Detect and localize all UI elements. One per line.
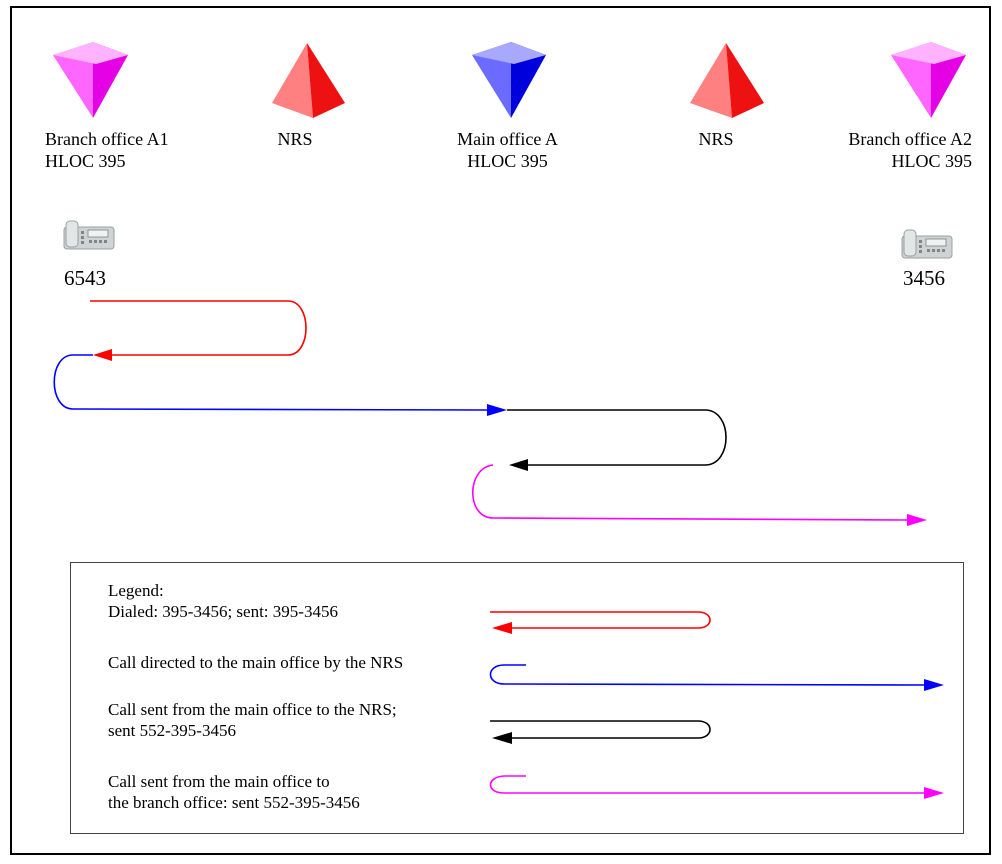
node-label-line1: NRS bbox=[277, 129, 313, 149]
node-label-line1: NRS bbox=[698, 129, 734, 149]
legend-line: sent 552-395-3456 bbox=[108, 721, 236, 740]
legend-swatch-red bbox=[490, 611, 711, 634]
diagram-frame bbox=[10, 6, 991, 855]
desk-phone-icon bbox=[901, 229, 953, 259]
node-label-branch-a2: Branch office A2 HLOC 395 bbox=[800, 128, 972, 172]
branch-office-a1-pyramid-icon bbox=[53, 42, 128, 118]
node-label-main-a: Main office A HLOC 395 bbox=[440, 128, 575, 172]
node-label-line1: Branch office A1 bbox=[45, 129, 169, 149]
call-flow-red-arrow bbox=[90, 300, 307, 361]
call-flow-black-arrow bbox=[507, 409, 727, 471]
legend-item-red-text: Dialed: 395-3456; sent: 395-3456 bbox=[108, 602, 338, 621]
node-label-branch-a1: Branch office A1 HLOC 395 bbox=[45, 128, 169, 172]
node-label-line2: HLOC 395 bbox=[467, 151, 548, 171]
legend-line: Call sent from the main office to the NR… bbox=[108, 700, 397, 719]
legend-item-magenta-text: Call sent from the main office to the br… bbox=[108, 771, 360, 813]
legend-line: the branch office: sent 552-395-3456 bbox=[108, 793, 360, 812]
phone-number-6543: 6543 bbox=[64, 266, 106, 290]
legend-swatch-magenta bbox=[489, 775, 944, 799]
legend-swatch-blue bbox=[489, 664, 944, 691]
branch-office-a2-pyramid-icon bbox=[891, 42, 966, 118]
call-flow-blue-arrow bbox=[53, 354, 507, 416]
node-label-line2: HLOC 395 bbox=[45, 151, 126, 171]
node-label-nrs-2: NRS bbox=[676, 128, 756, 150]
legend-item-black-text: Call sent from the main office to the NR… bbox=[108, 699, 397, 741]
legend-item-blue-text: Call directed to the main office by the … bbox=[108, 653, 404, 672]
nrs-1-pyramid-icon bbox=[272, 43, 345, 118]
phone-number-3456: 3456 bbox=[903, 266, 945, 290]
node-label-line1: Branch office A2 bbox=[848, 129, 972, 149]
legend-swatch-black bbox=[490, 720, 711, 744]
legend-line: Call sent from the main office to bbox=[108, 772, 330, 791]
legend-title: Legend: bbox=[108, 581, 164, 600]
nrs-2-pyramid-icon bbox=[690, 43, 764, 118]
legend-box bbox=[70, 562, 964, 834]
node-label-line1: Main office A bbox=[457, 129, 558, 149]
node-label-line2: HLOC 395 bbox=[891, 151, 973, 171]
desk-phone-icon bbox=[63, 220, 115, 250]
main-office-a-pyramid-icon bbox=[472, 42, 546, 118]
node-label-nrs-1: NRS bbox=[255, 128, 335, 150]
call-flow-magenta-arrow bbox=[472, 464, 927, 526]
